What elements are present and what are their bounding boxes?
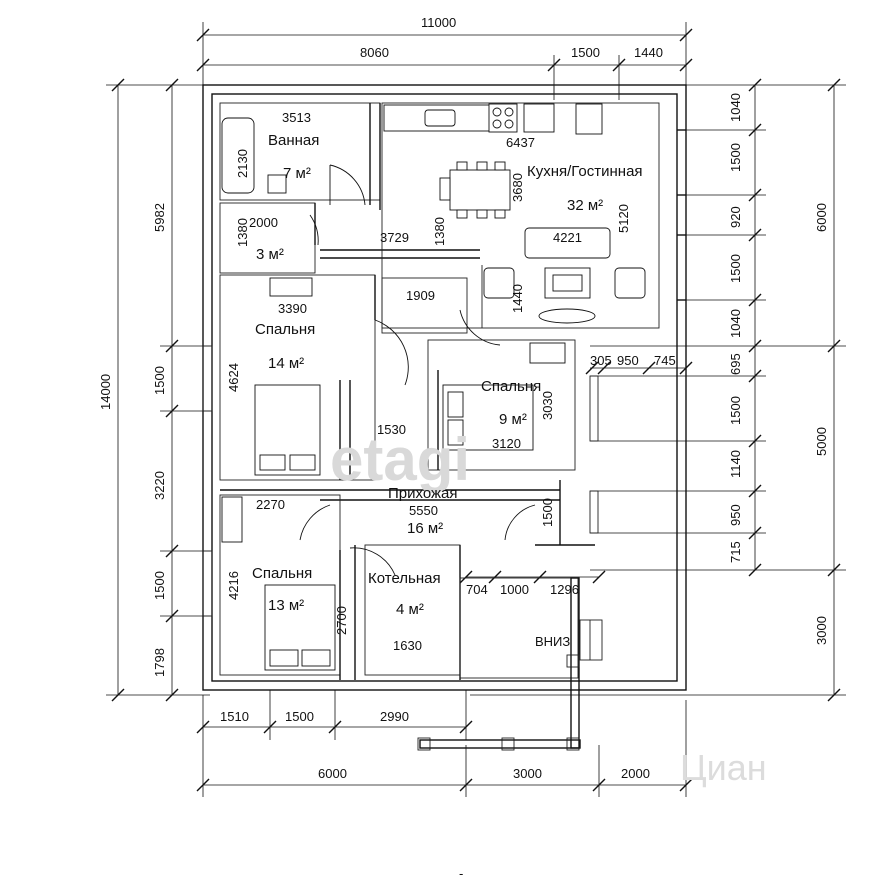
dim-porch-b: 1000 [500,582,529,597]
sofa-icon [524,227,611,259]
kitchen-living-area: 32 м² [567,197,603,214]
dim-bottom-a: 1510 [220,709,249,724]
dim-bottom-total-b: 3000 [513,766,542,781]
dim-wc-w: 2000 [249,215,278,230]
dim-bath-tub: 2130 [235,149,250,178]
dim-left-total: 14000 [98,374,113,410]
stove-icon [488,103,518,133]
dim-porch-a: 704 [466,582,488,597]
dim-left-d: 1500 [152,571,167,600]
dim-right-d: 1500 [728,254,743,283]
dim-top-b: 1500 [571,45,600,60]
dim-left-e: 1798 [152,648,167,677]
watermark-cian: Циан [680,747,767,788]
dim-right-a: 1040 [728,93,743,122]
bedroom2-name: Спальня [481,378,541,395]
sink-icon [523,103,555,133]
bathtub-icon [221,117,255,194]
dim-hall-w: 5550 [409,503,438,518]
wc-area: 3 м² [256,246,284,263]
dim-left-a: 5982 [152,203,167,232]
dim-right-f: 695 [728,353,743,375]
dim-r305: 305 [590,353,612,368]
bathroom-area: 7 м² [283,165,311,182]
dim-right-total-b: 5000 [814,427,829,456]
bedroom1-name: Спальня [255,321,315,338]
compass-mark: - [459,866,463,881]
dim-right-c: 920 [728,206,743,228]
dim-bed3-bed: 2700 [334,606,349,635]
armchair-icon-2 [614,267,646,299]
dim-bed1-w: 3390 [278,301,307,316]
dim-right-g: 1500 [728,396,743,425]
dim-bed2-w: 3120 [492,436,521,451]
toilet-icon [267,174,287,194]
dim-wc-h: 1380 [235,218,250,247]
dim-living-d: 1440 [510,284,525,313]
boiler-area: 4 м² [396,601,424,618]
dim-top-a: 8060 [360,45,389,60]
dim-right-i: 950 [728,504,743,526]
dim-corridor-w: 3729 [380,230,409,245]
bathroom-name: Ванная [268,132,319,149]
watermark-etagi: etagi [330,426,470,493]
dim-bed1-h: 4624 [226,363,241,392]
dim-bottom-b: 1500 [285,709,314,724]
dim-right-b: 1500 [728,143,743,172]
kitchen-living-name: Кухня/Гостинная [527,163,643,180]
dim-r950: 950 [617,353,639,368]
dim-bed2-h: 3030 [540,391,555,420]
dim-right-j: 715 [728,541,743,563]
dim-kitchen-h: 5120 [616,204,631,233]
dim-right-total-c: 3000 [814,616,829,645]
armchair-icon [483,267,515,299]
bedroom2-area: 9 м² [499,411,527,428]
dim-corridor-h: 1380 [432,217,447,246]
dim-kitchen-table: 3680 [510,173,525,202]
dim-r745: 745 [654,353,676,368]
dim-top-c: 1440 [634,45,663,60]
bedroom1-area: 14 м² [268,355,304,372]
dimension-texts: 11000 8060 1500 1440 14000 5982 1500 322… [98,15,829,881]
dim-kitchen-counter: 6437 [506,135,535,150]
dim-door-w: 1909 [406,288,435,303]
stairs-label: ВНИЗ [535,634,570,649]
dimension-lines [106,22,846,797]
dim-boiler-w: 1630 [393,638,422,653]
dim-right-total-a: 6000 [814,203,829,232]
dim-hall-a: 1530 [377,422,406,437]
bedroom3-area: 13 м² [268,597,304,614]
dim-left-b: 1500 [152,366,167,395]
dim-bottom-total-a: 6000 [318,766,347,781]
dim-sofa: 4221 [553,230,582,245]
dim-hall-door: 1500 [540,498,555,527]
hall-area: 16 м² [407,520,443,537]
dim-left-c: 3220 [152,471,167,500]
dim-porch-c: 1296 [550,582,579,597]
doors [299,164,536,576]
dim-hall-b: 2270 [256,497,285,512]
dim-right-e: 1040 [728,309,743,338]
boiler-name: Котельная [368,570,441,587]
dim-bottom-total-c: 2000 [621,766,650,781]
room-labels: Ванная 7 м² 3 м² Кухня/Гостинная 32 м² С… [252,132,643,649]
dim-bed3-h: 4216 [226,571,241,600]
dim-right-h: 1140 [728,450,743,478]
hall-name: Прихожая [388,485,458,502]
dim-bath-w: 3513 [282,110,311,125]
dim-bottom-c: 2990 [380,709,409,724]
walls [202,84,687,751]
bedroom3-name: Спальня [252,565,312,582]
dining-table-icon [449,169,511,211]
dim-top-total: 11000 [421,15,456,30]
furniture [221,103,646,671]
